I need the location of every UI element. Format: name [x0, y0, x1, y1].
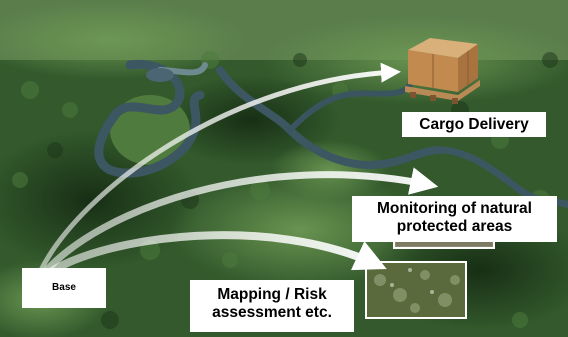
arrow-to-monitoring [41, 167, 439, 276]
cargo-delivery-label: Cargo Delivery [402, 112, 546, 137]
base-label: Base [22, 268, 106, 308]
cargo-pallet-box-icon [405, 38, 480, 104]
arrow-to-mapping [46, 231, 387, 276]
mapping-label: Mapping / Risk assessment etc. [190, 280, 354, 332]
arrow-to-cargo [37, 62, 401, 275]
mapping-thumbnail [365, 261, 467, 319]
arrows [37, 62, 439, 276]
monitoring-label: Monitoring of natural protected areas [352, 196, 557, 242]
